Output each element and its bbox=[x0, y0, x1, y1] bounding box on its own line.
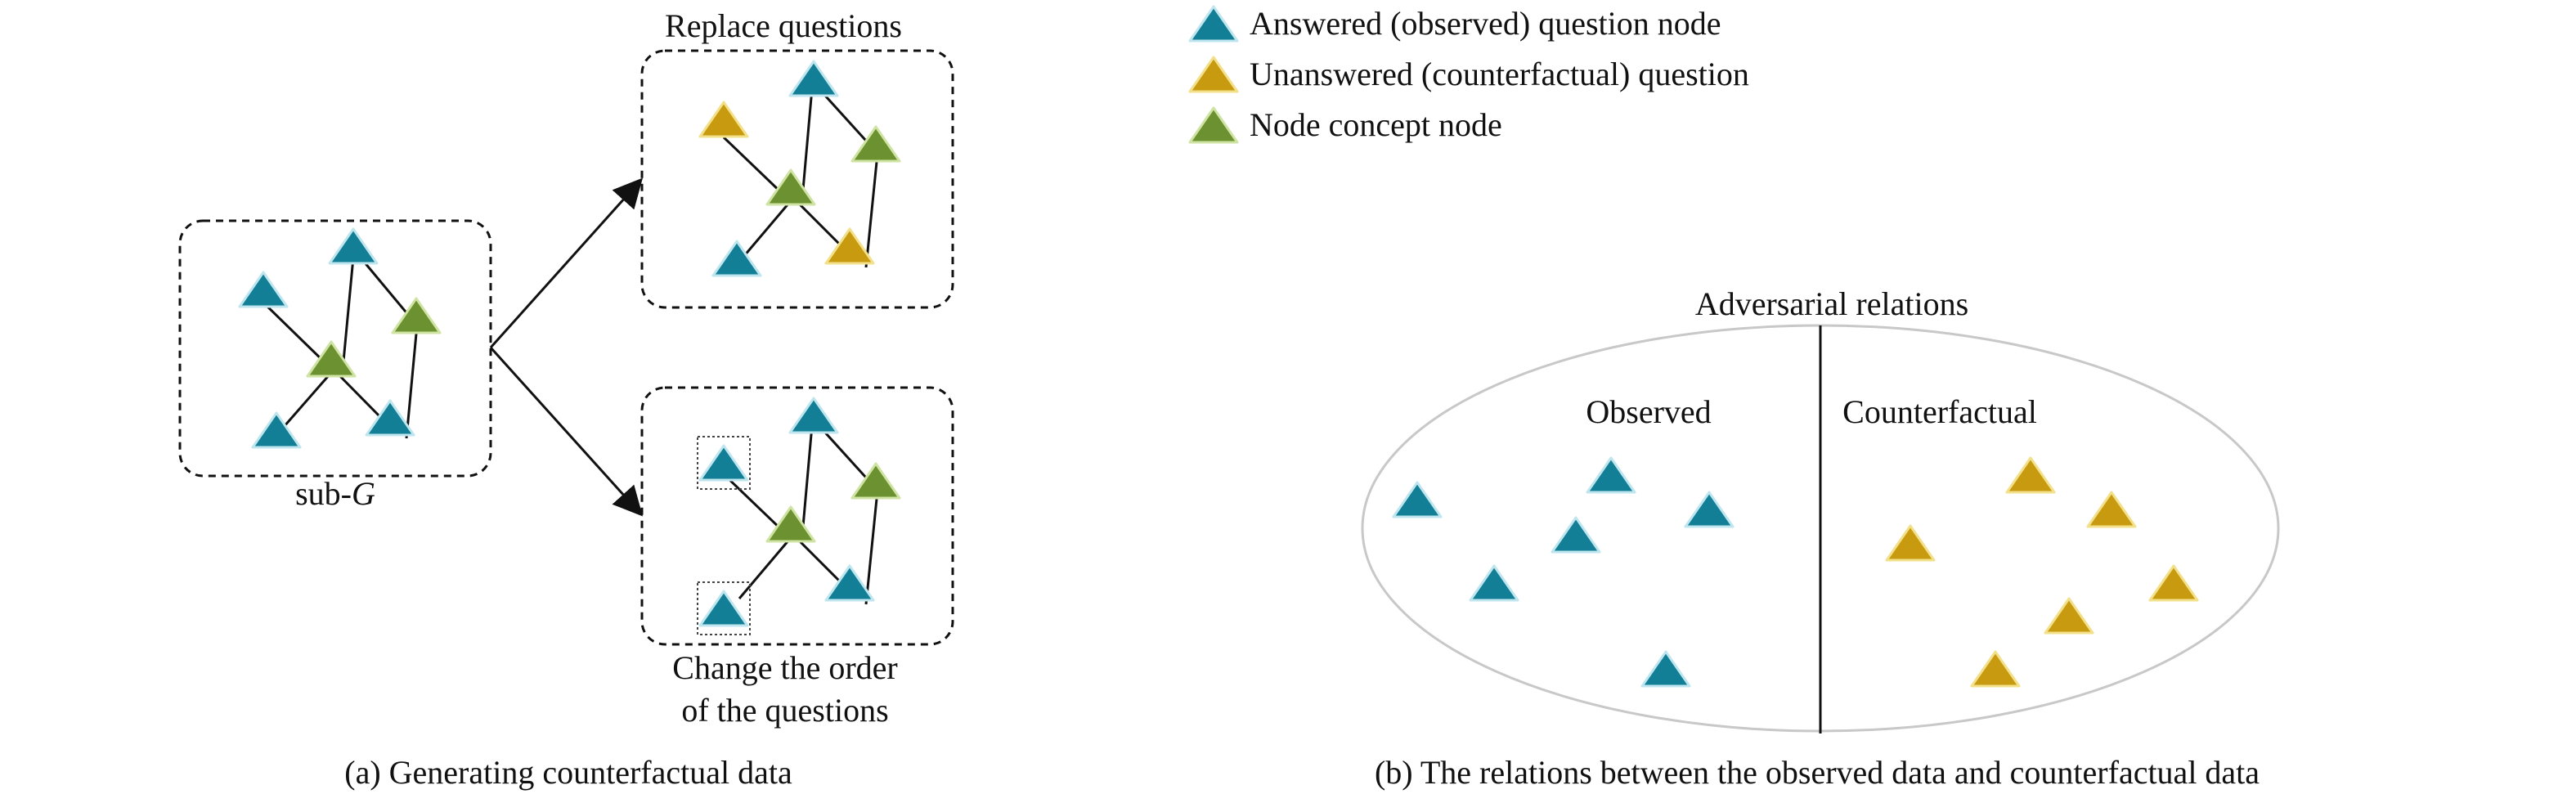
unanswered-question-node bbox=[698, 101, 749, 138]
legend-label-unanswered: Unanswered (counterfactual) question bbox=[1250, 56, 1749, 92]
panel-a: sub-G Replace questions bbox=[178, 7, 954, 791]
subgraph-original: sub-G bbox=[178, 219, 492, 512]
unanswered-question-node bbox=[2086, 491, 2137, 528]
legend-label-answered: Answered (observed) question node bbox=[1250, 5, 1721, 42]
legend-label-concept: Node concept node bbox=[1250, 106, 1502, 143]
answered-question-node bbox=[1551, 516, 1601, 554]
observed-nodes bbox=[1392, 456, 1735, 688]
concept-legend-icon bbox=[1188, 106, 1239, 144]
answered-question-node bbox=[1684, 491, 1735, 528]
observed-label: Observed bbox=[1586, 393, 1711, 430]
reorder-label-line1: Change the order bbox=[672, 649, 897, 686]
edge bbox=[738, 539, 791, 599]
replace-label: Replace questions bbox=[665, 7, 902, 44]
edge bbox=[864, 498, 878, 605]
answered-question-node bbox=[1392, 481, 1443, 518]
subgraph-nodes bbox=[238, 227, 442, 449]
answered-question-node bbox=[788, 60, 839, 97]
transform-arrows bbox=[489, 177, 644, 517]
edge bbox=[801, 424, 814, 527]
reordered-edges bbox=[722, 423, 878, 605]
arrow-to-replace bbox=[489, 177, 644, 349]
edge bbox=[262, 301, 330, 368]
answered-question-node bbox=[365, 399, 415, 437]
reordered-box bbox=[640, 386, 954, 646]
unanswered-question-node bbox=[2044, 597, 2094, 635]
swap-highlight-box bbox=[697, 436, 751, 490]
answered-question-node bbox=[328, 227, 379, 265]
concept-node bbox=[765, 168, 816, 206]
swap-highlight-box bbox=[697, 581, 751, 635]
subgraph-reordered: Change the order of the questions bbox=[640, 386, 954, 729]
concept-node bbox=[306, 340, 357, 378]
concept-node bbox=[765, 505, 816, 543]
edge bbox=[342, 257, 355, 362]
answered-question-node bbox=[788, 397, 839, 434]
unanswered-legend-icon bbox=[1188, 56, 1239, 93]
answered-question-node bbox=[1640, 650, 1691, 688]
answered-question-node bbox=[238, 271, 289, 308]
subgraph-label: sub-G bbox=[295, 475, 375, 512]
unanswered-question-node bbox=[1885, 524, 1936, 562]
caption-b: (b) The relations between the observed d… bbox=[1375, 754, 2260, 791]
subgraph-box bbox=[178, 219, 492, 478]
panel-b: Adversarial relations Observed Counterfa… bbox=[1361, 285, 2280, 791]
legend: Answered (observed) question node Unansw… bbox=[1188, 5, 1749, 144]
answered-question-node bbox=[824, 564, 875, 602]
replaced-nodes bbox=[698, 60, 901, 277]
concept-node bbox=[391, 297, 442, 334]
legend-item-answered: Answered (observed) question node bbox=[1188, 5, 1721, 43]
legend-item-concept: Node concept node bbox=[1188, 106, 1502, 144]
caption-a: (a) Generating counterfactual data bbox=[344, 754, 792, 791]
edge bbox=[816, 86, 875, 150]
edge bbox=[816, 423, 875, 487]
edge bbox=[864, 161, 878, 268]
reorder-label-line2: of the questions bbox=[681, 692, 888, 729]
unanswered-question-node bbox=[824, 227, 875, 265]
edge bbox=[405, 333, 418, 439]
answered-question-node bbox=[698, 590, 749, 627]
legend-item-unanswered: Unanswered (counterfactual) question bbox=[1188, 56, 1749, 93]
reordered-nodes bbox=[698, 397, 901, 627]
edge bbox=[358, 256, 415, 321]
adversarial-title: Adversarial relations bbox=[1695, 285, 1968, 322]
edge bbox=[722, 136, 785, 196]
answered-question-node bbox=[698, 444, 749, 482]
unanswered-question-node bbox=[2148, 564, 2199, 602]
arrow-to-reorder bbox=[489, 346, 644, 517]
counterfactual-nodes bbox=[1885, 456, 2199, 688]
concept-node bbox=[850, 125, 901, 163]
subgraph-replaced: Replace questions bbox=[640, 7, 954, 309]
replaced-edges bbox=[722, 86, 878, 268]
edge bbox=[722, 473, 785, 533]
edge bbox=[276, 374, 331, 434]
unanswered-question-node bbox=[2005, 456, 2056, 494]
unanswered-question-node bbox=[1970, 650, 2021, 688]
answered-question-node bbox=[1586, 456, 1636, 494]
counterfactual-label: Counterfactual bbox=[1842, 393, 2037, 430]
edge bbox=[738, 202, 791, 262]
answered-question-node bbox=[711, 240, 762, 277]
answered-question-node bbox=[1469, 564, 1519, 602]
answered-legend-icon bbox=[1188, 5, 1239, 43]
edge bbox=[801, 87, 814, 191]
replaced-box bbox=[640, 49, 954, 309]
answered-question-node bbox=[251, 411, 302, 449]
concept-node bbox=[850, 462, 901, 500]
